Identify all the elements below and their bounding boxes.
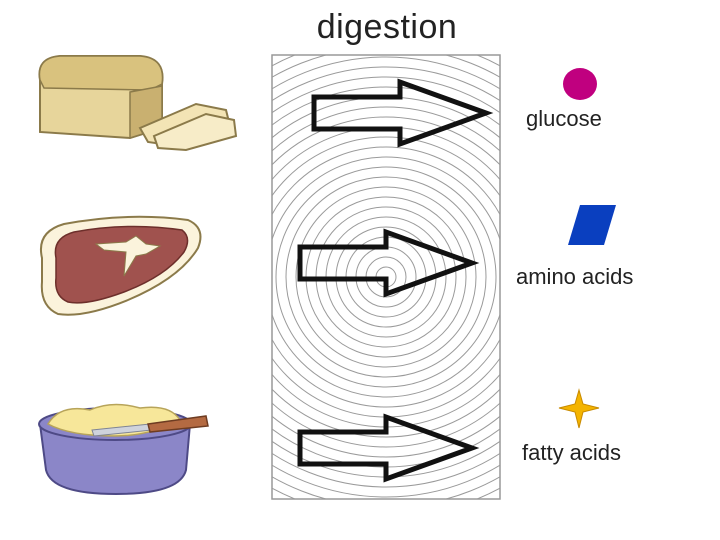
meat-icon bbox=[40, 215, 202, 316]
tube-ring bbox=[272, 56, 500, 498]
amino-acids-label: amino acids bbox=[516, 264, 634, 289]
tube-ring bbox=[272, 116, 500, 438]
tube-ring bbox=[275, 166, 497, 388]
tube-ring bbox=[272, 156, 500, 398]
arrow-1-icon bbox=[311, 78, 494, 148]
amino-acids-parallelogram-icon bbox=[568, 205, 616, 245]
arrow-2-icon bbox=[297, 228, 480, 298]
arrow-3-icon bbox=[297, 413, 480, 483]
diagram-title: digestion bbox=[316, 8, 458, 46]
tube-ring bbox=[272, 66, 500, 488]
glucose-label: glucose bbox=[526, 106, 602, 131]
fatty-acids-label: fatty acids bbox=[522, 440, 622, 465]
bread-icon bbox=[38, 55, 238, 152]
glucose-circle-icon bbox=[563, 68, 597, 100]
fatty-acids-star-icon bbox=[558, 388, 600, 429]
tube-ring bbox=[272, 146, 500, 408]
tube-ring bbox=[272, 106, 500, 448]
butter-bowl-icon bbox=[38, 403, 209, 496]
tube-ring bbox=[285, 176, 487, 378]
tube-ring bbox=[295, 186, 477, 368]
